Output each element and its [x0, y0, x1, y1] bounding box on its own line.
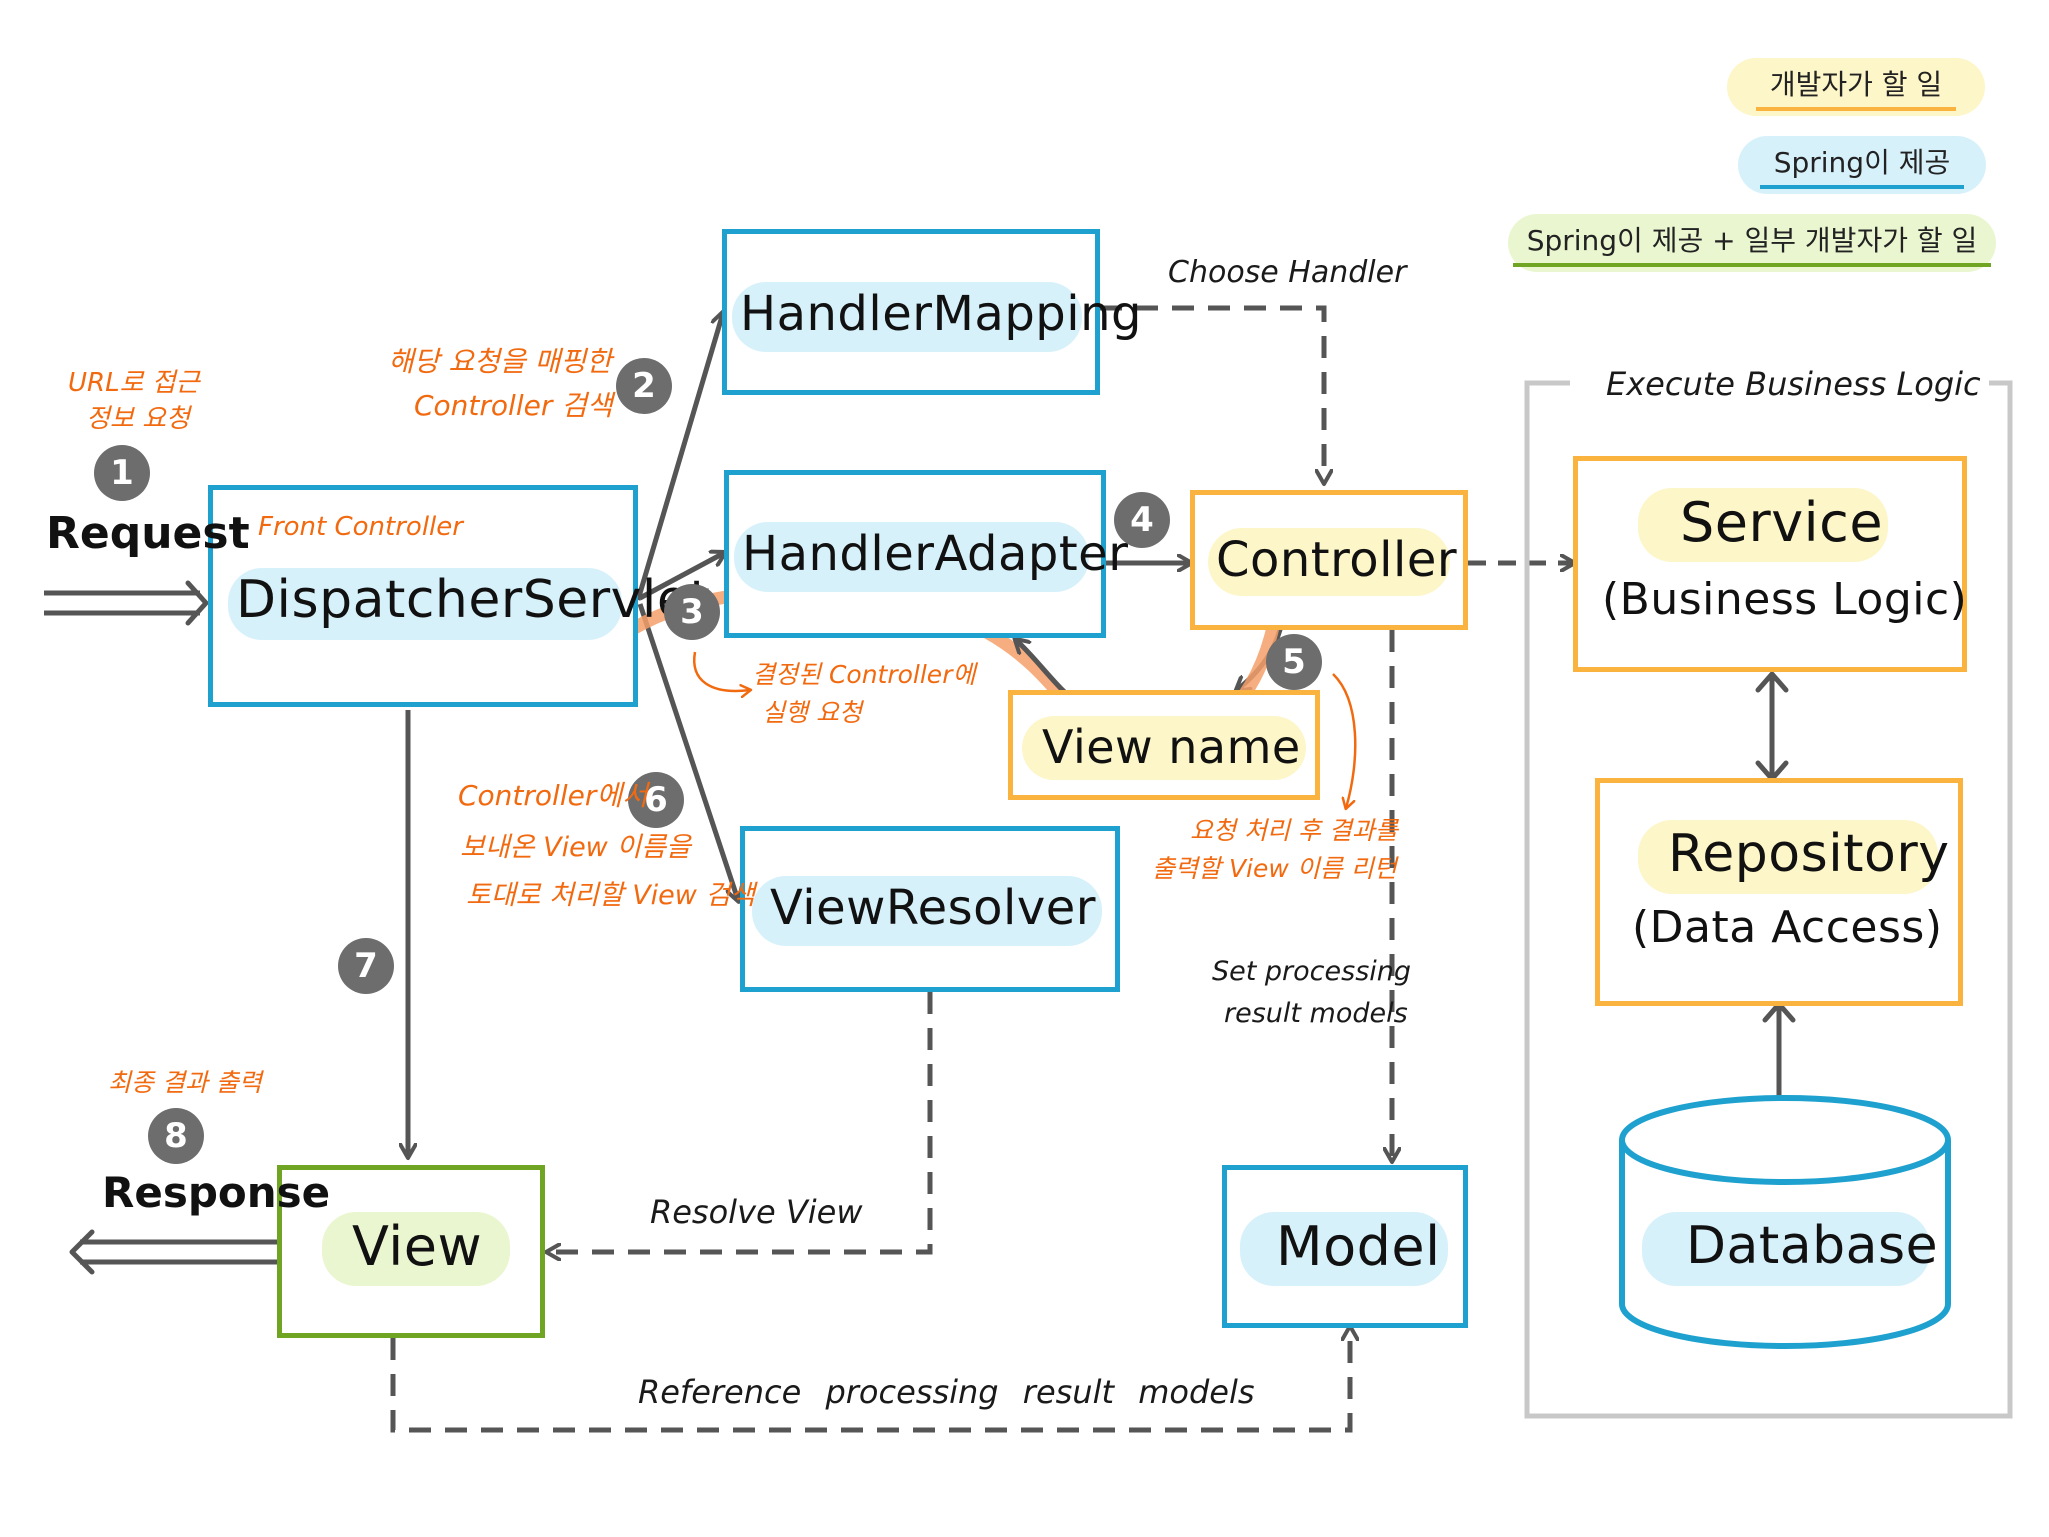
- step-2-note-line1: 해당 요청을 매핑한: [388, 345, 612, 378]
- step-3-badge: 3: [664, 584, 720, 640]
- view-resolver-pill: [752, 876, 1102, 946]
- step-1-badge: 1: [94, 445, 150, 501]
- arrow-service-repository: [1755, 670, 1789, 783]
- reference-models-label: Reference processing result models: [638, 1373, 1255, 1411]
- legend-developer: 개발자가 할 일: [1727, 58, 1985, 116]
- handler-mapping-label: HandlerMapping: [740, 286, 1142, 342]
- step-6-badge: 6: [628, 772, 684, 828]
- legend-spring-label: Spring이 제공: [1759, 141, 1965, 189]
- step-2-badge: 2: [616, 358, 672, 414]
- dispatcher-pill: [228, 568, 622, 640]
- step-3-note-line1: 결정된 Controller에: [752, 660, 976, 689]
- model-label: Model: [1276, 1215, 1441, 1278]
- step-6-note-line1: Controller에서: [458, 779, 648, 812]
- front-controller-caption: Front Controller: [258, 512, 463, 542]
- choose-handler-label: Choose Handler: [1168, 255, 1407, 290]
- handler-mapping-pill: [732, 282, 1082, 352]
- service-label: Service: [1680, 491, 1884, 554]
- view-label: View: [352, 1215, 483, 1278]
- service-box: [1573, 456, 1967, 672]
- controller-pill: [1208, 528, 1450, 596]
- view-name-label: View name: [1042, 720, 1301, 774]
- legend-developer-label: 개발자가 할 일: [1755, 63, 1957, 111]
- legend-spring: Spring이 제공: [1738, 136, 1986, 194]
- legend-mixed: Spring이 제공 + 일부 개발자가 할 일: [1508, 214, 1996, 272]
- response-label: Response: [102, 1168, 331, 1217]
- step-5-note-line1: 요청 처리 후 결과를: [1190, 816, 1398, 845]
- arrow-dispatcher-to-handlermapping: [635, 313, 723, 601]
- repository-label: Repository: [1668, 824, 1950, 884]
- view-name-pill: [1022, 716, 1306, 780]
- service-pill: [1638, 488, 1888, 562]
- arrow-dispatcher-to-handleradapter: [638, 553, 724, 601]
- controller-label: Controller: [1216, 532, 1458, 588]
- set-models-label-line1: Set processing: [1212, 956, 1412, 987]
- service-sub-label: (Business Logic): [1602, 574, 1968, 625]
- step-1-note-line1: URL로 접근: [68, 368, 200, 398]
- step-4-badge: 4: [1114, 492, 1170, 548]
- database-label: Database: [1686, 1216, 1939, 1276]
- request-label: Request: [46, 508, 250, 559]
- step-2-note-line2: Controller 검색: [414, 389, 613, 422]
- orange-pointer-3: [693, 651, 750, 691]
- step-8-badge: 8: [148, 1108, 204, 1164]
- arrow-choose-handler: [1100, 305, 1324, 482]
- arrow-reference-models: [390, 1328, 1350, 1433]
- arrow-resolve-view: [548, 992, 933, 1252]
- legend-mixed-label: Spring이 제공 + 일부 개발자가 할 일: [1512, 219, 1992, 267]
- step-6-note-line3: 토대로 처리할 View 검색: [466, 880, 756, 911]
- step-5-badge: 5: [1266, 634, 1322, 690]
- dispatcher-servlet-label: DispatcherServlet: [236, 570, 711, 630]
- request-arrow: [44, 580, 209, 626]
- step-6-note-line2: 보내온 View 이름을: [460, 832, 691, 863]
- step-7-badge: 7: [338, 938, 394, 994]
- view-pill: [322, 1212, 510, 1286]
- response-arrow: [69, 1229, 277, 1275]
- step-8-note-line1: 최종 결과 출력: [108, 1068, 262, 1097]
- repository-sub-label: (Data Access): [1632, 902, 1943, 953]
- resolve-view-label: Resolve View: [650, 1193, 863, 1231]
- business-group-title: Execute Business Logic: [1598, 368, 1989, 400]
- view-resolver-label: ViewResolver: [770, 880, 1097, 936]
- handler-adapter-label: HandlerAdapter: [742, 526, 1129, 582]
- database-pill: [1642, 1212, 1930, 1286]
- arrow-dispatcher-to-viewresolver: [637, 603, 738, 900]
- repository-pill: [1638, 820, 1938, 894]
- orange-pointer-5: [1332, 673, 1357, 808]
- step-5-note-line2: 출력할 View 이름 리턴: [1152, 854, 1397, 883]
- step-3-note-line2: 실행 요청: [762, 698, 862, 727]
- step-1-note-line2: 정보 요청: [86, 404, 190, 434]
- set-models-label-line2: result models: [1224, 998, 1408, 1029]
- handler-adapter-pill: [734, 522, 1089, 592]
- model-pill: [1240, 1212, 1448, 1286]
- business-logic-frame: [1524, 380, 2013, 1419]
